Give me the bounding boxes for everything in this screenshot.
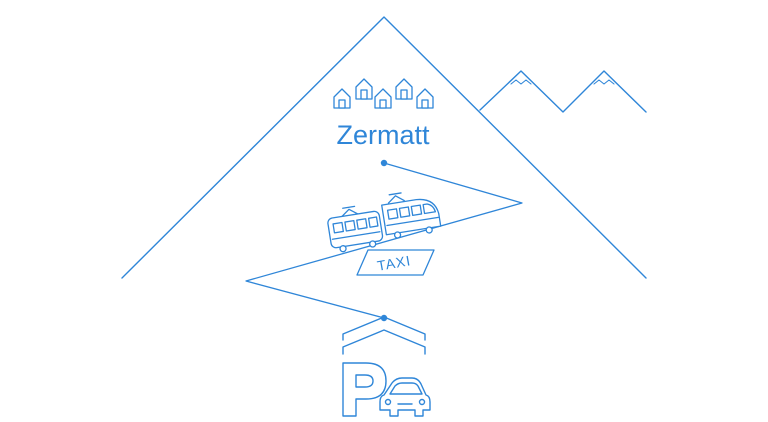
- route-start-dot: [380, 314, 388, 322]
- house-icon: [395, 78, 413, 100]
- car-icon: [379, 377, 431, 417]
- village-houses-icon: [333, 78, 434, 109]
- parking-letter-icon: [342, 362, 387, 417]
- house-icon: [355, 78, 373, 100]
- parking-roof-icon: [342, 316, 426, 355]
- route-end-dot: [380, 159, 388, 167]
- main-mountain-icon: [121, 16, 647, 279]
- train-icon: [327, 192, 442, 253]
- route-path: [245, 159, 523, 322]
- house-icon: [374, 88, 392, 109]
- taxi-sign-label: TAXI: [376, 252, 412, 274]
- taxi-sign-icon: TAXI: [356, 249, 435, 276]
- house-icon: [416, 88, 434, 109]
- small-peaks-icon: [479, 70, 647, 113]
- town-name-label: Zermatt: [336, 120, 430, 150]
- house-icon: [333, 88, 351, 109]
